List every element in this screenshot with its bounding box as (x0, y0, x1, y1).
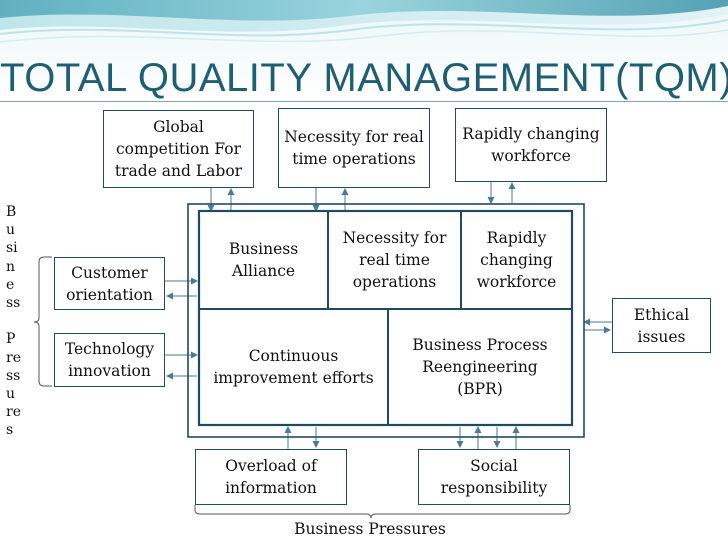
box-necessity-real-time-operations: Necessity for real time operations (278, 108, 430, 188)
box-global-competition: Global competition For trade and Labor (103, 110, 254, 188)
cell-necessity-real-time-operations: Necessity for real time operations (342, 229, 447, 291)
box-overload-of-information: Overload of information (195, 449, 347, 505)
cell-business-process-reengineering: Business Process Reengineering (BPR) (412, 336, 548, 398)
box-ethical-issues: Ethical issues (612, 298, 711, 353)
box-social-responsibility: Social responsibility (418, 449, 570, 505)
box-customer-orientation: Customer orientation (54, 257, 165, 310)
box-rapidly-changing-workforce: Rapidly changing workforce (455, 108, 607, 182)
title-underline (0, 101, 728, 102)
page-title: TOTAL QUALITY MANAGEMENT(TQM) (0, 56, 728, 100)
box-technology-innovation: Technology innovation (54, 333, 165, 387)
vertical-label-business-pressures: B u si n e ss P re ss u re s (6, 204, 21, 439)
header-banner (0, 0, 728, 100)
bottom-label-business-pressures: Business Pressures (294, 520, 446, 538)
cell-business-alliance: Business Alliance (228, 240, 299, 280)
cell-continuous-improvement: Continuous improvement efforts (213, 347, 374, 387)
cell-rapidly-changing-workforce: Rapidly changing workforce (476, 229, 557, 291)
